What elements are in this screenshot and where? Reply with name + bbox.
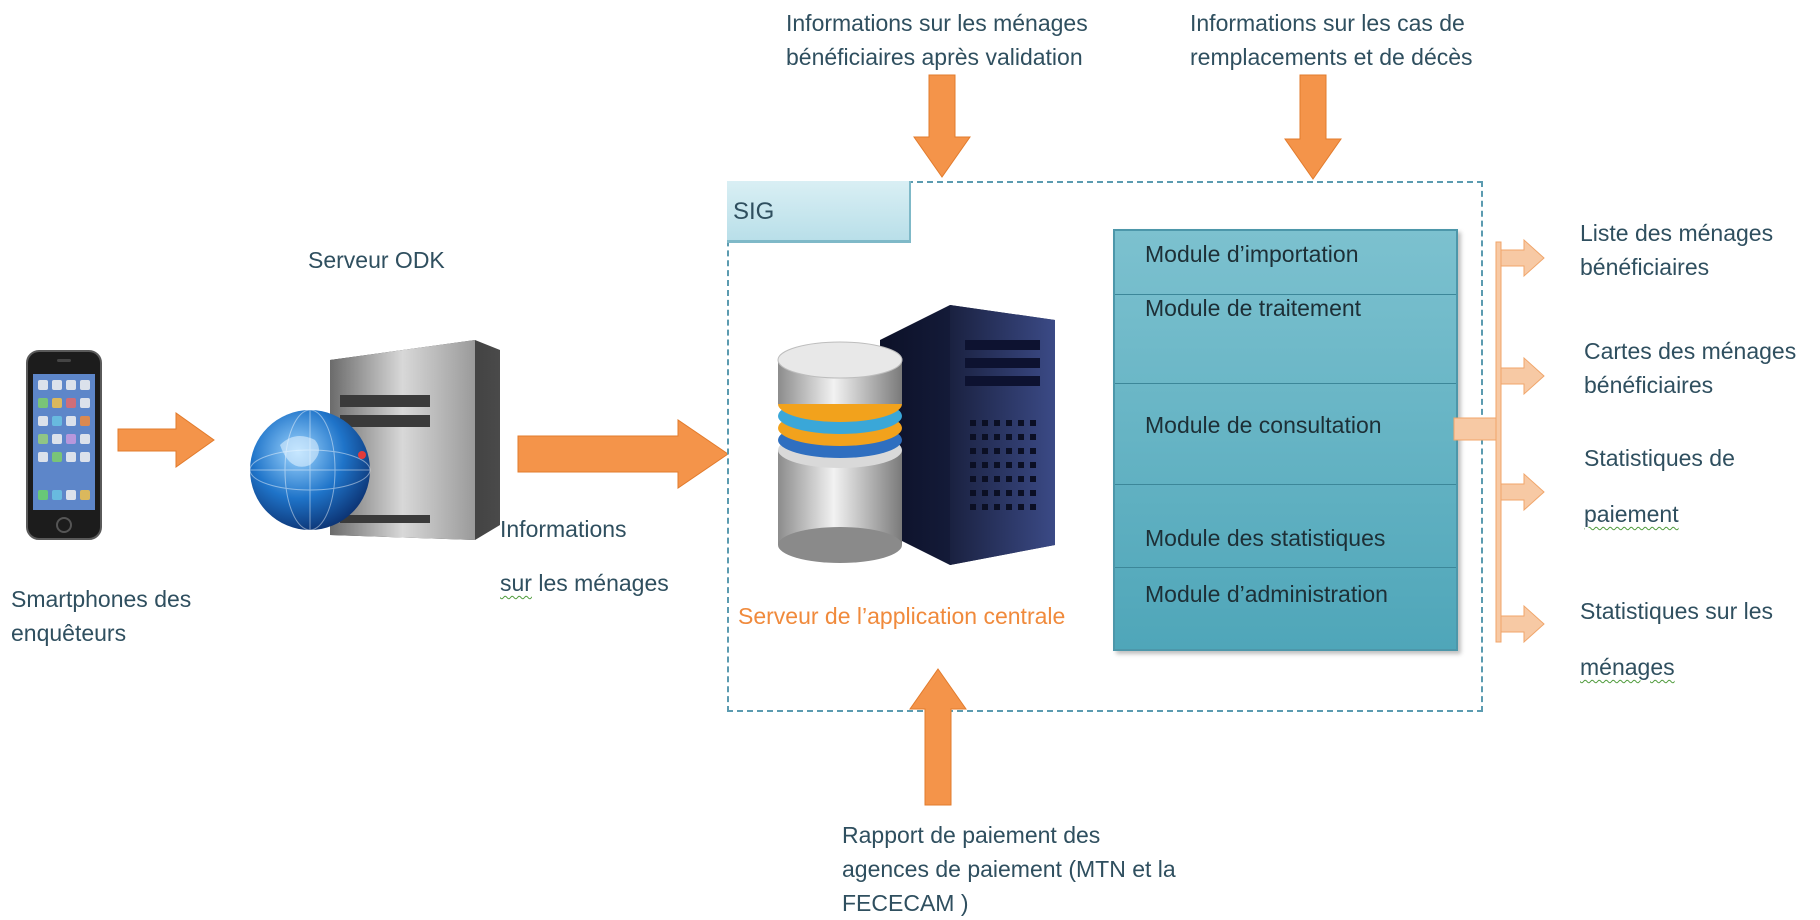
arrow-bottom-up — [909, 668, 967, 806]
sig-container — [727, 181, 1483, 712]
smartphones-label: Smartphones des enquêteurs — [11, 586, 192, 646]
informations-label-line2: sur les ménages — [500, 570, 669, 596]
smartphone-icon — [26, 350, 102, 540]
output-cartes-menages: Cartes des ménages bénéficiaires — [1584, 338, 1797, 398]
arrow-odk-to-sig — [517, 419, 729, 489]
output-statistiques-paiement: Statistiques de paiement — [1584, 445, 1735, 527]
arrow-phone-to-odk — [117, 412, 215, 468]
modules-panel: Module d’importation Module de traitemen… — [1113, 229, 1458, 651]
module-row-traitement: Module de traitement — [1115, 295, 1456, 384]
globe-icon — [249, 409, 371, 531]
module-row-importation: Module d’importation — [1115, 231, 1456, 295]
bottom-label: Rapport de paiement des agences de paiem… — [842, 822, 1176, 916]
central-server-label: Serveur de l’application centrale — [738, 603, 1066, 629]
central-server-graphic — [770, 300, 1070, 570]
arrow-top-right-down — [1284, 74, 1342, 180]
top-right-label: Informations sur les cas de remplacement… — [1190, 10, 1473, 70]
module-row-statistiques: Module des statistiques — [1115, 485, 1456, 568]
informations-label: Informations — [500, 516, 627, 542]
sig-tab: SIG — [727, 181, 911, 243]
module-row-consultation: Module de consultation — [1115, 384, 1456, 485]
arrow-top-left-down — [913, 74, 971, 178]
odk-server-icon — [230, 335, 500, 540]
output-liste-menages: Liste des ménages bénéficiaires — [1580, 220, 1774, 280]
output-statistiques-menages: Statistiques sur les ménages — [1580, 598, 1774, 680]
module-row-administration: Module d’administration — [1145, 581, 1388, 607]
top-left-label: Informations sur les ménages bénéficiair… — [786, 10, 1088, 70]
serveur-odk-label: Serveur ODK — [308, 247, 445, 273]
database-icon — [777, 341, 903, 563]
output-bracket — [1453, 238, 1545, 644]
tower-server-icon — [880, 305, 1055, 565]
